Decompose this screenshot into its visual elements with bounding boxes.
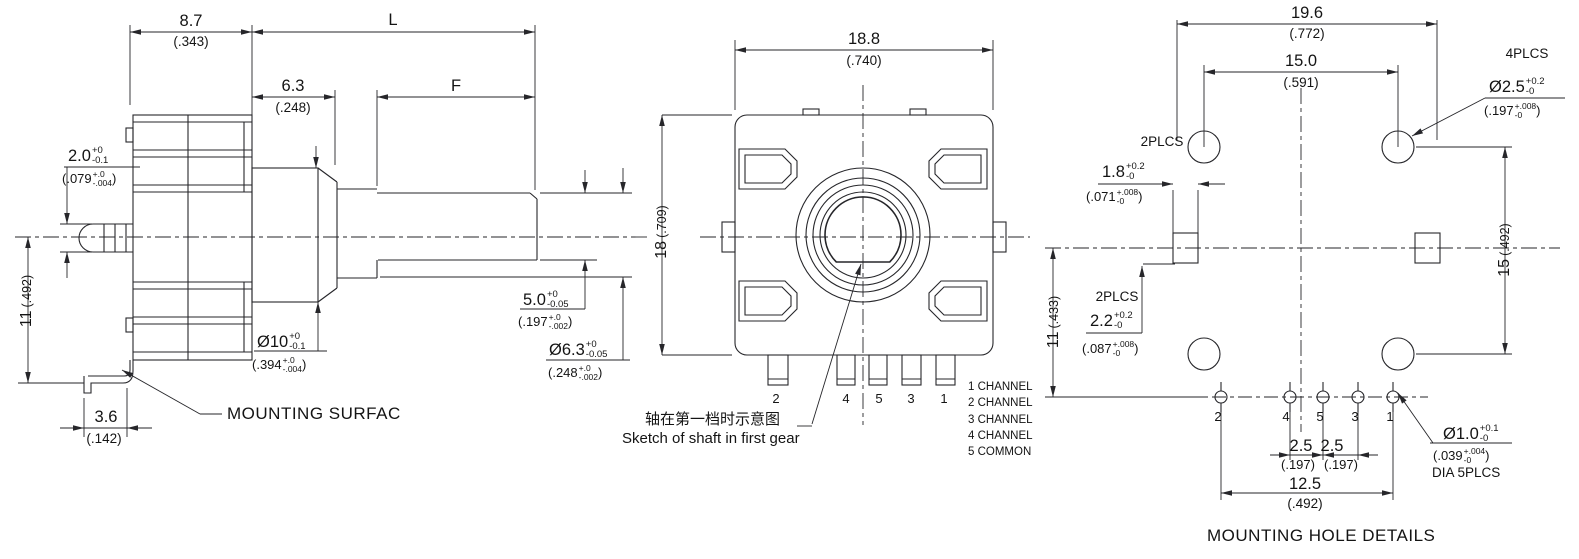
front-pin-label-2: 2 xyxy=(772,391,780,406)
dim-1-8-in: (.071 +.008-0 ) xyxy=(1086,187,1143,206)
dim-18-front: 18(.709) xyxy=(653,205,670,259)
dim-8-7-in: (.343) xyxy=(173,34,209,49)
side-body xyxy=(125,114,253,361)
dim-2-5-b-in: (.197) xyxy=(1324,457,1358,472)
front-view xyxy=(659,40,1030,427)
channel-item: 4 CHANNEL xyxy=(968,429,1033,442)
front-top-tab-left xyxy=(802,108,820,116)
caption-english: Sketch of shaft in first gear xyxy=(622,430,800,447)
mount-dimensions xyxy=(1050,20,1565,500)
mount-tab-hole-right xyxy=(1414,232,1441,264)
dim-5-0-in: (.197 +.0-.002 ) xyxy=(518,312,573,331)
front-top-tab-right xyxy=(909,108,927,116)
mount-tab-hole-left xyxy=(1172,232,1199,264)
channel-list: 1 CHANNEL 2 CHANNEL 3 CHANNEL 4 CHANNEL … xyxy=(968,379,1033,460)
dim-2-2-in: (.087 +.008-0 ) xyxy=(1082,339,1139,358)
mounting-view xyxy=(1045,20,1565,500)
dim-12-5-in: (.492) xyxy=(1287,496,1323,511)
side-shaft xyxy=(337,188,538,279)
dim-2-5-b-mm: 2.5 xyxy=(1320,437,1344,455)
note-dia-5plcs: DIA 5PLCS xyxy=(1432,465,1501,480)
caption-chinese: 轴在第一档时示意图 xyxy=(645,411,781,428)
mounting-surface-label: MOUNTING SURFAC xyxy=(227,404,401,423)
dim-3-6-mm: 3.6 xyxy=(94,408,118,426)
front-pin-label-3: 3 xyxy=(907,391,915,406)
dim-F: F xyxy=(450,77,462,95)
mounting-hole-details-title: MOUNTING HOLE DETAILS xyxy=(1207,526,1436,545)
side-view xyxy=(15,25,648,437)
dim-dia10-mm: Ø10 +0-0.1 xyxy=(257,331,306,352)
channel-item: 1 CHANNEL xyxy=(968,381,1033,393)
mount-pin-holes xyxy=(1045,382,1428,412)
dim-19-6-mm: 19.6 xyxy=(1290,4,1324,22)
dim-15-0-in: (.591) xyxy=(1283,75,1319,90)
front-pin-label-5: 5 xyxy=(875,391,883,406)
side-rear-shaft xyxy=(78,223,133,253)
dim-dia10-in: (.394 +.0-.004 ) xyxy=(252,355,307,374)
channel-item: 3 CHANNEL xyxy=(968,413,1033,426)
dim-1-8-mm: 1.8 +0.2-0 xyxy=(1102,161,1145,182)
dim-dia6-3-mm: Ø6.3 +0-0.05 xyxy=(549,339,608,360)
dim-11-side: 11(.492) xyxy=(18,274,35,328)
mount-pin-label-1: 1 xyxy=(1386,409,1394,424)
dim-11-mount: 11(.433) xyxy=(1045,295,1062,349)
dim-18-8-in: (.740) xyxy=(846,53,882,68)
dim-2-0-in: (.079 +.0-.004 ) xyxy=(62,169,117,188)
channel-item: 2 CHANNEL xyxy=(968,397,1033,410)
dim-dia2-5-mm: Ø2.5 +0.2-0 xyxy=(1489,76,1545,97)
dim-6-3-mm: 6.3 xyxy=(281,77,305,95)
mount-pin-label-4: 4 xyxy=(1282,409,1290,424)
front-body xyxy=(734,114,994,356)
mount-pin-label-2: 2 xyxy=(1214,409,1222,424)
dim-15-0-mm: 15.0 xyxy=(1284,52,1318,70)
front-shaft-circles xyxy=(795,167,931,303)
mount-pin-label-3: 3 xyxy=(1351,409,1359,424)
dim-18-8-mm: 18.8 xyxy=(847,30,881,48)
dim-L: L xyxy=(388,11,398,29)
side-bushing xyxy=(251,167,338,303)
front-side-tab-right xyxy=(992,221,1007,253)
note-4plcs: 4PLCS xyxy=(1505,46,1549,61)
dim-2-5-a-in: (.197) xyxy=(1281,457,1315,472)
side-bracket xyxy=(83,360,134,394)
channel-item: 5 COMMON xyxy=(968,446,1032,459)
side-dimensions xyxy=(18,25,632,437)
dim-dia2-5-in: (.197 +.008-0 ) xyxy=(1484,101,1541,120)
note-2plcs-top: 2PLCS xyxy=(1140,134,1184,149)
dim-8-7-mm: 8.7 xyxy=(179,12,203,30)
note-2plcs-bottom: 2PLCS xyxy=(1095,289,1139,304)
dim-2-5-a-mm: 2.5 xyxy=(1289,437,1313,455)
front-corner-cutouts xyxy=(738,148,988,322)
front-side-tab-left xyxy=(721,221,736,253)
dim-19-6-in: (.772) xyxy=(1289,26,1325,41)
dim-12-5-mm: 12.5 xyxy=(1288,475,1322,493)
dim-5-0-mm: 5.0 +0-0.05 xyxy=(523,289,569,310)
dim-dia6-3-in: (.248 +.0-.002 ) xyxy=(548,363,603,382)
dim-3-6-in: (.142) xyxy=(86,431,122,446)
front-shaft-dflat xyxy=(824,196,902,263)
dim-6-3-in: (.248) xyxy=(275,100,311,115)
mount-pin-label-5: 5 xyxy=(1316,409,1324,424)
front-pin-label-1: 1 xyxy=(940,391,948,406)
dim-2-2-mm: 2.2 +0.2-0 xyxy=(1090,310,1133,331)
dim-dia1-0-in: (.039 +.004-0 ) xyxy=(1433,446,1490,465)
front-pin-label-4: 4 xyxy=(842,391,850,406)
dim-2-0-mm: 2.0 +0-0.1 xyxy=(68,145,109,166)
front-dimensions xyxy=(659,40,994,427)
front-pins xyxy=(767,354,956,386)
dim-15-vertical: 15(.492) xyxy=(1496,223,1513,277)
dim-dia1-0-mm: Ø1.0 +0.1-0 xyxy=(1443,423,1499,444)
